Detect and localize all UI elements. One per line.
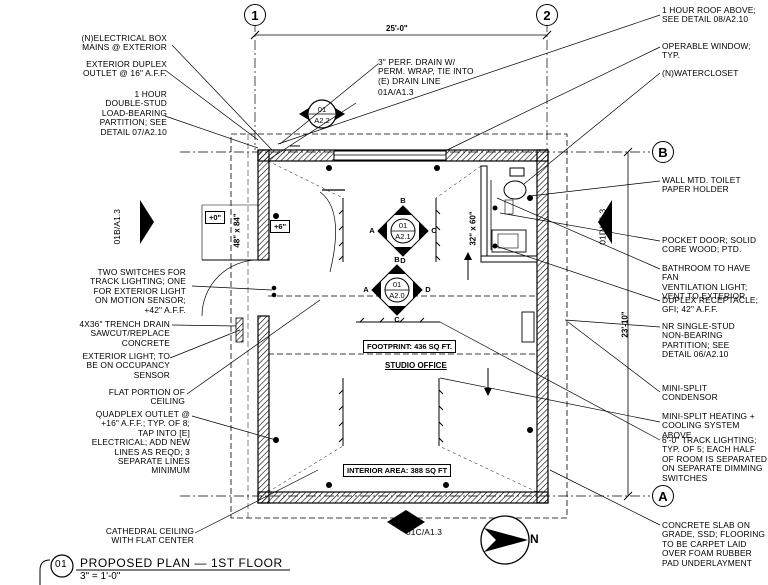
- elev-a20-number: 01: [392, 280, 402, 289]
- note-right-window: OPERABLE WINDOW; TYP.: [662, 41, 751, 61]
- ref-01d: 01D/A1.3: [597, 208, 608, 245]
- section-marker-01d: [598, 200, 612, 244]
- note-left-electrical-box: (N)ELECTRICAL BOX MAINS @ EXTERIOR: [81, 33, 167, 53]
- elev-a21-dir-c: C: [431, 226, 437, 235]
- elev-a20-dir-a: A: [363, 285, 369, 294]
- note-right-watercloset: (N)WATERCLOSET: [662, 68, 739, 78]
- note-right-pocket-door: POCKET DOOR; SOLID CORE WOOD; PTD.: [662, 235, 757, 255]
- note-left-ext-duplex: EXTERIOR DUPLEX OUTLET @ 16" A.F.F.: [83, 59, 167, 79]
- note-right-condensor: MINI-SPLIT CONDENSOR: [662, 383, 718, 403]
- note-left-1hr-partition: 1 HOUR DOUBLE-STUD LOAD-BEARING PARTITIO…: [99, 89, 167, 137]
- mini-split-unit: [521, 311, 535, 343]
- section-marker-01c: [387, 510, 425, 534]
- elev-a20-dir-d: D: [425, 285, 431, 294]
- section-a22-number: 01: [317, 105, 327, 114]
- ref-01b: 01B/A1.3: [112, 208, 123, 245]
- top-window: [333, 150, 447, 161]
- floor-elev-lower: +6": [270, 220, 291, 233]
- drawing-scale: 3" = 1'-0": [80, 571, 121, 582]
- outlets: [273, 165, 533, 488]
- floor-elev-upper: +0": [205, 211, 226, 224]
- footprint-label: FOOTPRINT: 436 SQ FT.: [363, 340, 457, 353]
- section-a22-sheet: A2.2: [314, 116, 330, 125]
- leaders-left: [164, 44, 321, 534]
- north-label: N: [530, 532, 540, 546]
- elev-a21-dir-a: A: [369, 226, 375, 235]
- elev-a20-dir-c: C: [394, 315, 400, 324]
- drawing-title: PROPOSED PLAN — 1ST FLOOR: [80, 556, 283, 570]
- room-name-studio: STUDIO OFFICE: [385, 361, 447, 370]
- elev-a21-number: 01: [398, 221, 408, 230]
- view-number: 01: [55, 559, 68, 570]
- note-right-tp-holder: WALL MTD. TOILET PAPER HOLDER: [662, 175, 741, 195]
- interior-area-label: INTERIOR AREA: 388 SQ FT: [343, 464, 452, 477]
- dim-overall-width: 25'-0": [386, 24, 408, 33]
- dim-window-size: 32" x 60": [468, 211, 478, 246]
- grid-bubble-a: A: [652, 485, 674, 507]
- section-marker-01b: [140, 200, 154, 244]
- note-right-duplex-gfi: DUPLEX RECEPTACLE; GFI; 42" A.F.F.: [662, 295, 759, 315]
- note-left-cathedral: CATHEDRAL CEILING WITH FLAT CENTER: [105, 526, 194, 546]
- note-perf-drain: 3" PERF. DRAIN W/ PERM. WRAP, TIE INTO (…: [378, 57, 474, 86]
- north-arrow-icon: [480, 515, 530, 565]
- track-lights: [338, 198, 444, 446]
- note-right-slab: CONCRETE SLAB ON GRADE, SSD; FLOORING TO…: [662, 520, 766, 568]
- bathroom: [480, 165, 538, 263]
- note-right-roof: 1 HOUR ROOF ABOVE; SEE DETAIL 08/A2.10: [662, 5, 756, 25]
- elevation-marker-a21: [377, 205, 429, 257]
- switches: [271, 285, 277, 298]
- note-right-nr-partition: NR SINGLE-STUD NON-BEARING PARTITION; SE…: [662, 321, 735, 360]
- grid-bubble-1: 1: [244, 4, 266, 26]
- elev-a21-dir-b: B: [400, 196, 406, 205]
- note-right-minisplit: MINI-SPLIT HEATING + COOLING SYSTEM ABOV…: [662, 411, 755, 440]
- elev-a20-dir-b: B: [394, 255, 400, 264]
- leaders-right: [277, 14, 661, 526]
- note-left-trench-drain: 4X36" TRENCH DRAIN SAWCUT/REPLACE CONCRE…: [79, 319, 170, 348]
- dim-overall-depth: 23'-10": [620, 311, 630, 338]
- toilet: [503, 180, 527, 200]
- note-right-track-lighting: 6'-0" TRACK LIGHTING; TYP. OF 5; EACH HA…: [662, 435, 768, 483]
- note-left-flat-ceiling: FLAT PORTION OF CEILING: [108, 387, 185, 407]
- grid-bubble-b: B: [652, 141, 674, 163]
- note-left-exterior-light: EXTERIOR LIGHT; TO BE ON OCCUPANCY SENSO…: [82, 351, 170, 380]
- note-left-quadplex: QUADPLEX OUTLET @ +16" A.F.F.; TYP. OF 8…: [91, 409, 190, 476]
- elevation-marker-a20: [371, 264, 423, 316]
- section-marker-a22: [299, 99, 345, 129]
- vanity: [491, 229, 527, 253]
- elev-a21-dir-d: D: [400, 256, 406, 265]
- grid-bubble-2: 2: [536, 4, 558, 26]
- elev-a21-sheet: A2.1: [395, 232, 411, 241]
- ref-01a: 01A/A1.3: [378, 87, 414, 97]
- ref-01c: 01C/A1.3: [406, 527, 443, 537]
- note-left-switches: TWO SWITCHES FOR TRACK LIGHTING; ONE FOR…: [90, 267, 186, 315]
- note-right-bath-fan: BATHROOM TO HAVE FAN VENTILATION LIGHT; …: [662, 263, 751, 302]
- dim-door-size: 48" x 84": [232, 213, 242, 248]
- elev-a20-sheet: A2.0: [389, 291, 405, 300]
- entry-door-swing: [201, 259, 259, 317]
